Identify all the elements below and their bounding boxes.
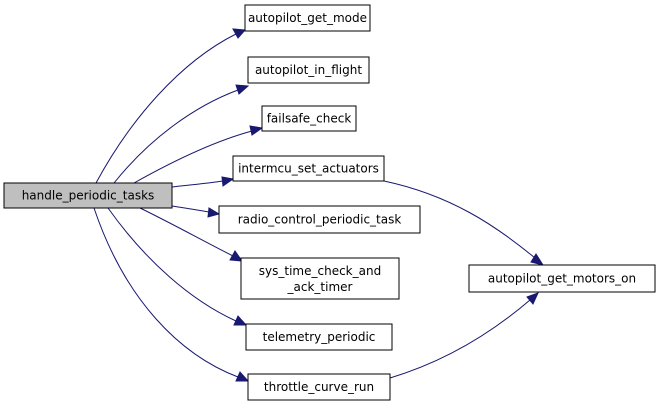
node-radio-control-periodic-task[interactable]: radio_control_periodic_task — [218, 205, 421, 234]
edge-root-to-in-flight — [113, 89, 239, 184]
arrowhead-failsafe — [249, 125, 264, 136]
node-label: telemetry_periodic — [263, 330, 376, 344]
edge-root-to-failsafe — [133, 130, 253, 184]
node-handle-periodic-tasks[interactable]: handle_periodic_tasks — [3, 182, 173, 209]
node-failsafe-check[interactable]: failsafe_check — [261, 105, 357, 132]
edge-root-to-sys-time — [139, 207, 234, 257]
edge-root-to-radio — [171, 205, 210, 213]
node-label: radio_control_periodic_task — [238, 213, 402, 227]
edge-root-to-intermcu — [171, 180, 224, 188]
arrowhead-sys-time — [229, 250, 244, 262]
node-autopilot-get-mode[interactable]: autopilot_get_mode — [244, 4, 371, 32]
edge-intermcu-to-motors-on — [383, 180, 536, 259]
arrowhead-intermcu-motors-on — [530, 253, 545, 266]
node-throttle-curve-run[interactable]: throttle_curve_run — [247, 373, 391, 401]
node-label: throttle_curve_run — [264, 380, 374, 394]
arrowhead-throttle-motors-on — [526, 292, 539, 305]
node-label: failsafe_check — [267, 112, 352, 126]
arrowhead-telemetry — [233, 315, 248, 326]
edges — [93, 28, 545, 382]
edge-root-to-telemetry — [107, 207, 237, 322]
node-label: intermcu_set_actuators — [238, 162, 379, 176]
node-label: autopilot_get_motors_on — [488, 272, 636, 286]
node-autopilot-in-flight[interactable]: autopilot_in_flight — [247, 56, 370, 84]
node-label-line2: _ack_timer — [287, 280, 353, 294]
arrowhead-intermcu — [221, 176, 235, 187]
node-telemetry-periodic[interactable]: telemetry_periodic — [245, 323, 393, 351]
arrowhead-in-flight — [235, 84, 250, 95]
edge-root-to-get-mode — [95, 33, 237, 184]
arrowhead-radio — [207, 207, 221, 218]
node-sys-time-check-and-ack-timer[interactable]: sys_time_check_and _ack_timer — [240, 257, 400, 300]
node-label-line1: sys_time_check_and — [259, 264, 381, 278]
arrowhead-throttle — [235, 371, 250, 382]
node-autopilot-get-motors-on[interactable]: autopilot_get_motors_on — [468, 264, 656, 293]
edge-throttle-to-motors-on — [389, 299, 531, 379]
node-label: autopilot_get_mode — [248, 11, 367, 25]
node-label: handle_periodic_tasks — [22, 189, 155, 203]
arrowhead-get-mode — [232, 28, 247, 39]
node-label: autopilot_in_flight — [255, 63, 362, 77]
edge-root-to-throttle — [93, 207, 239, 378]
node-intermcu-set-actuators[interactable]: intermcu_set_actuators — [232, 155, 385, 182]
